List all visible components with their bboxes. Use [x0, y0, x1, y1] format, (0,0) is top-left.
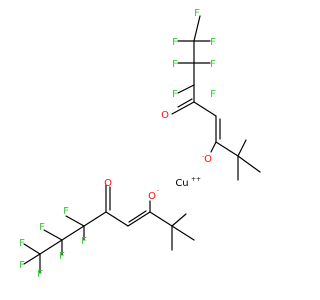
- oxide-charge: -: [202, 153, 204, 160]
- bond: [171, 101, 195, 115]
- fluorine-atom-label: F: [210, 59, 216, 70]
- fluorine-atom-label: F: [172, 37, 178, 48]
- fluorine-atom-label: F: [59, 251, 65, 262]
- lower-ligand-atoms: O O - F F F F F F F: [19, 178, 159, 280]
- bond: [171, 225, 195, 241]
- copper-charge: ++: [191, 176, 201, 183]
- oxygen-atom-label: O: [104, 178, 112, 189]
- bond: [177, 98, 193, 108]
- bond: [193, 101, 217, 117]
- bond: [237, 155, 261, 173]
- bond: [149, 211, 173, 227]
- bond: [43, 229, 63, 241]
- bond: [23, 243, 41, 255]
- bond: [127, 211, 151, 227]
- bond: [83, 211, 107, 227]
- fluorine-atom-label: F: [19, 238, 25, 249]
- bond: [177, 84, 195, 94]
- bond: [193, 15, 201, 42]
- fluorine-atom-label: F: [81, 236, 87, 247]
- bond: [128, 210, 147, 223]
- oxide-charge: -: [157, 187, 159, 194]
- bond: [105, 211, 129, 227]
- bond: [237, 139, 247, 157]
- copper-ion: Cu ++: [175, 176, 201, 189]
- oxygen-atom-label: O: [148, 191, 156, 202]
- lower-ligand-bonds: [23, 184, 195, 274]
- fluorine-atom-label: F: [172, 59, 178, 70]
- fluorine-atom-label: F: [194, 8, 200, 19]
- fluorine-atom-label: F: [39, 222, 45, 233]
- bond: [171, 213, 187, 227]
- oxygen-atom-label: O: [161, 110, 169, 121]
- copper-atom-label: Cu: [175, 178, 188, 189]
- fluorine-atom-label: F: [172, 89, 178, 100]
- bond: [23, 253, 41, 265]
- bond: [210, 141, 217, 153]
- fluorine-atom-label: F: [210, 89, 216, 100]
- bond: [215, 141, 239, 157]
- bond: [61, 225, 85, 241]
- fluorine-atom-label: F: [37, 269, 43, 280]
- bond: [39, 239, 63, 255]
- upper-ligand-atoms: F F F F F F F O O -: [161, 8, 216, 165]
- upper-ligand-bonds: [171, 15, 261, 181]
- fluorine-atom-label: F: [63, 206, 69, 217]
- oxygen-atom-label: O: [204, 154, 212, 165]
- fluorine-atom-label: F: [210, 37, 216, 48]
- fluorine-atom-label: F: [19, 260, 25, 271]
- molecule-structure: F F F F F F F O O - Cu ++ O O - F F F F …: [19, 8, 261, 280]
- bond: [65, 215, 85, 227]
